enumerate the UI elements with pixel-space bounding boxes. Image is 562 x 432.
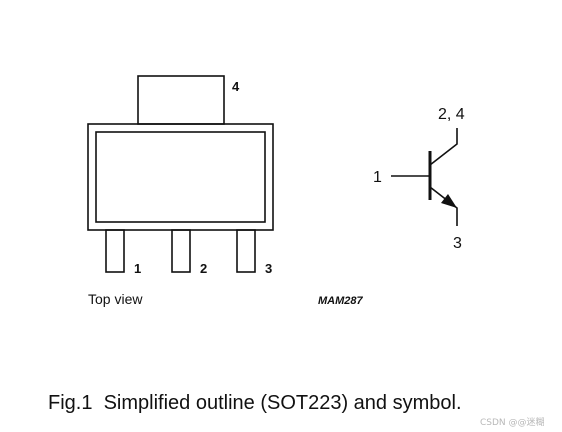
transistor-symbol [391, 128, 458, 226]
emitter-label: 3 [453, 235, 462, 252]
view-label: Top view [88, 291, 143, 307]
pin-2 [171, 229, 191, 273]
package-body-inner [95, 131, 266, 223]
package-outline [87, 75, 274, 273]
collector-lead [429, 128, 458, 166]
drawing-code: MAM287 [318, 295, 364, 307]
figure-caption: Fig.1 Simplified outline (SOT223) and sy… [48, 392, 462, 414]
pin-1 [105, 229, 125, 273]
pin-label-3: 3 [265, 261, 272, 276]
tab-label: 4 [232, 79, 240, 94]
base-label: 1 [373, 169, 382, 186]
pin-label-2: 2 [200, 261, 207, 276]
collector-label: 2, 4 [438, 106, 465, 123]
tab-4 [137, 75, 225, 125]
watermark: CSDN @@迷糊 [480, 416, 545, 428]
emitter-arrow-icon [441, 194, 457, 208]
pin-label-1: 1 [134, 261, 141, 276]
pin-3 [236, 229, 256, 273]
package-body-outer [87, 123, 274, 231]
